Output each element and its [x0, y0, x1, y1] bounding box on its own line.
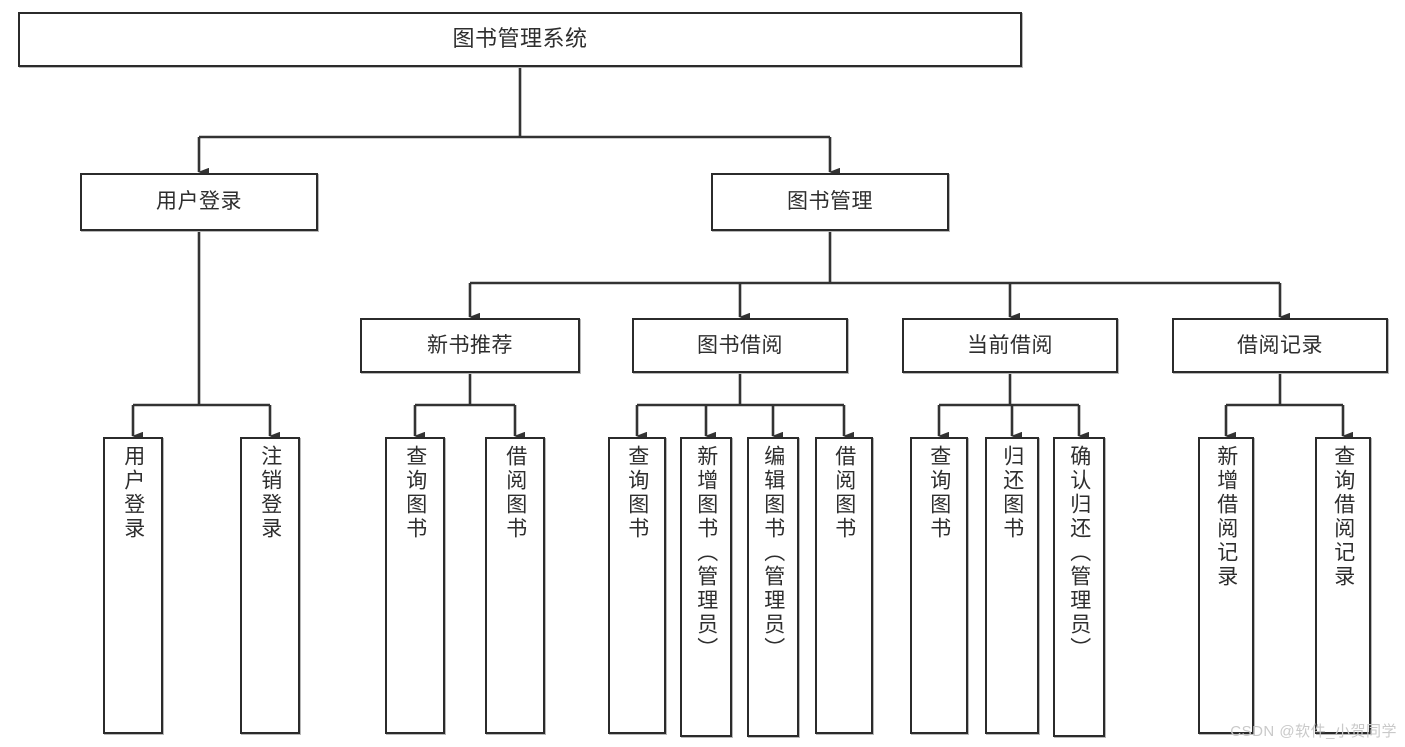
node-label-leaf-return-book: 归还图书 [1000, 445, 1024, 541]
node-leaf-return-book[interactable]: 归还图书 [985, 437, 1039, 734]
node-label-book-manage: 图书管理 [787, 190, 873, 214]
node-label-book-borrow: 图书借阅 [697, 333, 783, 357]
node-label-leaf-user-login: 用户登录 [121, 445, 145, 541]
node-label-new-book-rec: 新书推荐 [427, 333, 513, 357]
node-label-leaf-add-record: 新增借阅记录 [1214, 445, 1238, 589]
node-leaf-user-logout[interactable]: 注销登录 [240, 437, 300, 734]
node-current-borrow[interactable]: 当前借阅 [902, 318, 1118, 373]
node-label-leaf-add-book: 新增图书（管理员） [694, 445, 718, 661]
node-label-leaf-user-logout: 注销登录 [258, 445, 282, 541]
node-leaf-query-book-1[interactable]: 查询图书 [385, 437, 445, 734]
node-label-root: 图书管理系统 [452, 26, 588, 52]
node-leaf-add-record[interactable]: 新增借阅记录 [1198, 437, 1254, 734]
csdn-watermark: CSDN @软件_小贺同学 [1230, 723, 1397, 740]
node-label-leaf-confirm-return: 确认归还（管理员） [1067, 445, 1091, 661]
node-leaf-borrow-book-1[interactable]: 借阅图书 [485, 437, 545, 734]
node-new-book-rec[interactable]: 新书推荐 [360, 318, 580, 373]
node-book-borrow[interactable]: 图书借阅 [632, 318, 848, 373]
node-label-leaf-edit-book: 编辑图书（管理员） [761, 445, 785, 661]
node-leaf-confirm-return[interactable]: 确认归还（管理员） [1053, 437, 1105, 737]
node-label-leaf-query-book-3: 查询图书 [927, 445, 951, 541]
node-leaf-query-book-3[interactable]: 查询图书 [910, 437, 968, 734]
node-leaf-query-record[interactable]: 查询借阅记录 [1315, 437, 1371, 734]
node-label-borrow-record: 借阅记录 [1237, 333, 1323, 357]
node-root[interactable]: 图书管理系统 [18, 12, 1022, 67]
node-leaf-query-book-2[interactable]: 查询图书 [608, 437, 666, 734]
node-leaf-borrow-book-2[interactable]: 借阅图书 [815, 437, 873, 734]
node-leaf-edit-book[interactable]: 编辑图书（管理员） [747, 437, 799, 737]
node-label-user-login: 用户登录 [156, 190, 242, 214]
node-book-manage[interactable]: 图书管理 [711, 173, 949, 231]
node-label-leaf-query-book-1: 查询图书 [403, 445, 427, 541]
node-label-leaf-borrow-book-2: 借阅图书 [832, 445, 856, 541]
node-leaf-add-book[interactable]: 新增图书（管理员） [680, 437, 732, 737]
node-label-current-borrow: 当前借阅 [967, 333, 1053, 357]
node-label-leaf-query-book-2: 查询图书 [625, 445, 649, 541]
node-borrow-record[interactable]: 借阅记录 [1172, 318, 1388, 373]
node-label-leaf-borrow-book-1: 借阅图书 [503, 445, 527, 541]
node-label-leaf-query-record: 查询借阅记录 [1331, 445, 1355, 589]
node-user-login[interactable]: 用户登录 [80, 173, 318, 231]
node-leaf-user-login[interactable]: 用户登录 [103, 437, 163, 734]
